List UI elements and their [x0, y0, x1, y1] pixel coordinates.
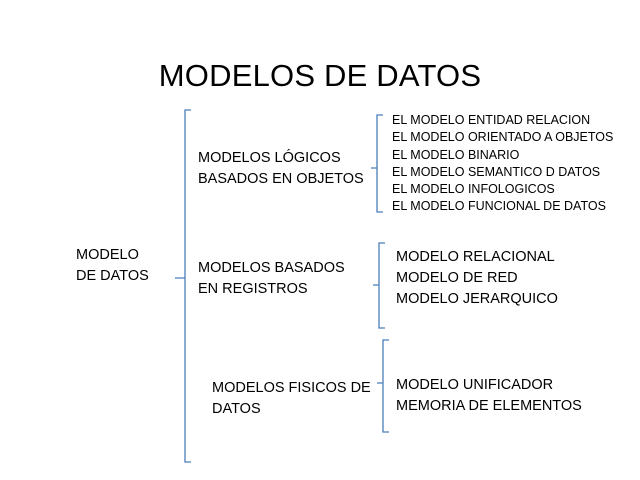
branch-3-items: MODELO UNIFICADOR MEMORIA DE ELEMENTOS [396, 377, 582, 415]
brace-root [175, 109, 191, 463]
branch-1-items: EL MODELO ENTIDAD RELACION EL MODELO ORI… [392, 113, 614, 214]
page-title: MODELOS DE DATOS [158, 58, 482, 93]
branch-2-label: MODELOS BASADOS EN REGISTROS [198, 260, 345, 298]
branch-1-label: MODELOS LÓGICOS BASADOS EN OBJETOS [198, 150, 364, 188]
root-node-label: MODELO DE DATOS [76, 247, 149, 285]
brace-branch-3 [377, 339, 389, 433]
branch-2-items: MODELO RELACIONAL MODELO DE RED MODELO J… [396, 249, 558, 308]
branch-3-label: MODELOS FISICOS DE DATOS [212, 380, 371, 418]
brace-branch-2 [373, 242, 385, 329]
brace-branch-1 [371, 114, 383, 213]
